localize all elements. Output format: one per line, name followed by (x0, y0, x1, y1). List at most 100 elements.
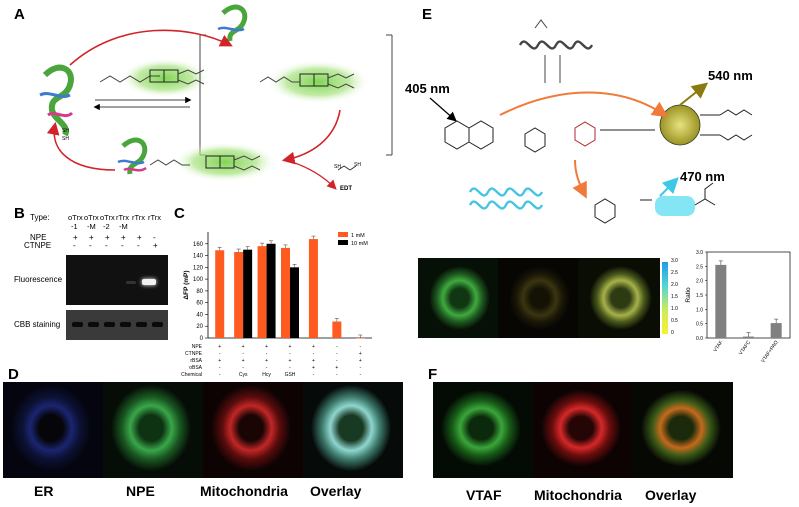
panel-a-scheme: SH SH SH SH EDT (39, 4, 393, 192)
gel-npe-label: NPE (30, 233, 47, 242)
chart-c-condition-value: - (242, 365, 244, 371)
gel-ctnpe-value: - (105, 241, 108, 250)
micrograph-f-vtaf (433, 382, 533, 478)
gel-lane-subheader: -M (119, 222, 128, 231)
chart-c-bar (290, 267, 299, 338)
thiol-label-1: SH (62, 128, 69, 134)
caption-vtaf: VTAF (466, 487, 502, 503)
chart-e-bar (743, 336, 754, 338)
chart-e-ytick-label: 0.0 (696, 336, 703, 342)
colorbar-tick-label: 2.5 (671, 270, 678, 276)
chart-c-condition-value: + (289, 344, 292, 350)
chart-c-condition-value: - (359, 372, 361, 378)
probe-glow-left (120, 58, 210, 98)
chart-c-condition-value: - (242, 351, 244, 357)
chart-c-bar (308, 239, 318, 338)
caption-f-overlay: Overlay (645, 487, 697, 503)
chart-c-condition-value: - (289, 365, 291, 371)
chart-c-legend-swatch (338, 240, 348, 245)
gel-npe-value: + (105, 233, 110, 242)
ratio-colorbar (662, 262, 668, 334)
wavelength-540: 540 nm (708, 68, 753, 83)
arrow-bind (69, 29, 233, 66)
chart-c-ytick-label: 0 (200, 336, 204, 342)
colorbar-tick-label: 1.5 (671, 294, 678, 300)
chart-c-condition-value: - (359, 344, 361, 350)
chart-c-bar (234, 252, 244, 338)
chart-c-condition-value: - (219, 372, 221, 378)
thiol-label-2: SH (62, 136, 69, 142)
micrograph-er (3, 382, 103, 478)
colorbar-tick-label: 0.5 (671, 318, 678, 324)
edt-thiol-1: SH (334, 164, 341, 170)
panel-label-f: F (428, 366, 438, 383)
chart-c-condition-value: + (242, 358, 245, 364)
chart-c-bar (215, 250, 225, 338)
protein-trx-left (39, 64, 74, 137)
chart-c-condition-value: - (219, 365, 221, 371)
micrograph-f-mito (533, 382, 633, 478)
gel-fluorescence-blot (66, 255, 168, 305)
fluorescence-band (142, 279, 156, 285)
gel-npe-value: + (73, 233, 78, 242)
chart-c-legend-label: 10 mM (351, 241, 368, 247)
chart-c-ytick-label: 160 (193, 242, 204, 248)
chart-c-condition-value: - (266, 365, 268, 371)
micrograph-e-ratio (578, 258, 660, 338)
gel-ctnpe-value: - (121, 241, 124, 250)
arrow-cyclize (281, 109, 341, 165)
gel-npe-value: + (121, 233, 126, 242)
protein-trx-top (217, 4, 248, 42)
caption-npe: NPE (126, 483, 155, 499)
chart-c-condition-label: NPE (192, 344, 203, 350)
chart-c-ytick-label: 80 (196, 289, 203, 295)
chart-c-bar (281, 247, 290, 338)
chart-e-ytick-label: 2.5 (696, 264, 703, 270)
chart-c-condition-value: - (313, 351, 315, 357)
gel-lane-subheader: -M (87, 222, 96, 231)
chart-e-bar (770, 323, 782, 338)
chart-c-condition-value: - (336, 344, 338, 350)
chart-e-ytick-label: 1.5 (696, 293, 703, 299)
colorbar-tick-label: 3.0 (671, 258, 678, 264)
chart-c-condition-value: + (312, 365, 315, 371)
gel-type-label: Type: (30, 213, 50, 222)
panel-label-d: D (8, 366, 19, 383)
chart-c-ylabel: ΔFP (mP) (183, 270, 190, 299)
chart-e-ytick-label: 3.0 (696, 250, 703, 256)
gel-ctnpe-value: - (73, 241, 76, 250)
edt-thiol-2: SH (354, 162, 361, 168)
gel-ctnpe-value: - (137, 241, 140, 250)
fluorophore-540 (659, 104, 701, 146)
chart-c-ytick-label: 140 (193, 254, 204, 260)
caption-overlay: Overlay (310, 483, 362, 499)
chart-c-condition-value: - (359, 365, 361, 371)
chart-c-condition-value: + (359, 351, 362, 357)
chart-c-condition-value: + (265, 358, 268, 364)
chart-c-condition-value: + (218, 358, 221, 364)
chart-e-ytick-label: 1.0 (696, 307, 703, 313)
chart-c-bar (243, 249, 253, 338)
chart-c-bar (332, 321, 342, 338)
chart-c-condition-value: + (359, 358, 362, 364)
helix-bottom (468, 187, 544, 197)
arrow-release (46, 121, 116, 171)
wavelength-405: 405 nm (405, 81, 450, 96)
micrograph-f-overlay (633, 382, 733, 478)
chart-c-ytick-label: 100 (193, 277, 204, 283)
edt-label: EDT (340, 186, 352, 192)
fluorescence-band-faint (126, 281, 136, 284)
gel-lane-subheader: -2 (103, 222, 110, 231)
gel-ctnpe-value: - (89, 241, 92, 250)
chart-e-category-label: VTAFC (738, 339, 752, 356)
chart-e-category-label: VTAF (712, 340, 724, 354)
micrograph-mito (203, 382, 303, 478)
gel-lane-header: rTrx (132, 213, 146, 222)
panel-label-a: A (14, 6, 25, 23)
gel-cbb-blot (66, 310, 168, 340)
wavelength-470: 470 nm (680, 169, 725, 184)
gel-lane-header: oTrx (84, 213, 99, 222)
chart-c-bar (257, 246, 267, 338)
gel-npe-value: + (89, 233, 94, 242)
caption-f-mitochondria: Mitochondria (534, 487, 622, 503)
